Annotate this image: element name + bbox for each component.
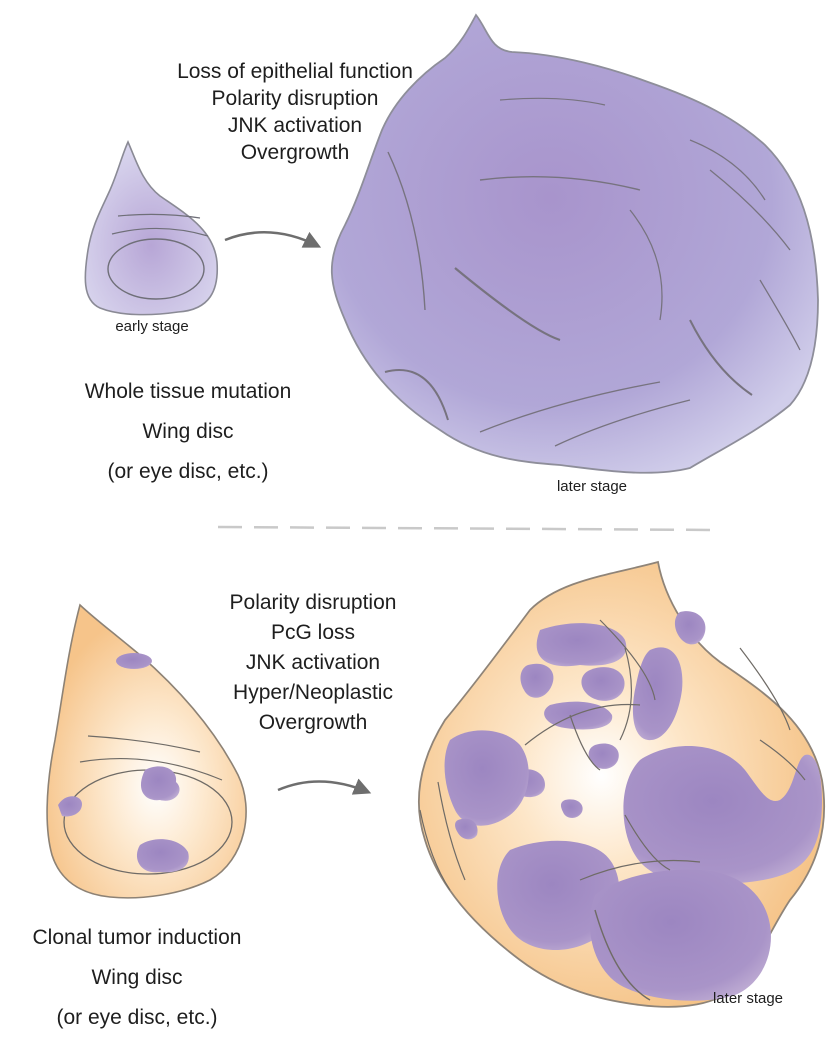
bottom-progression-arrow <box>278 781 368 792</box>
process-item: JNK activation <box>175 112 415 139</box>
description-line: Whole tissue mutation <box>48 372 328 412</box>
bottom-description: Clonal tumor induction Wing disc (or eye… <box>2 918 272 1038</box>
process-item: Polarity disruption <box>175 85 415 112</box>
process-item: Hyper/Neoplastic <box>188 678 438 708</box>
clonal-later-disc <box>419 562 824 1007</box>
bottom-later-stage-label: later stage <box>713 990 783 1007</box>
description-line: Clonal tumor induction <box>2 918 272 958</box>
description-line: (or eye disc, etc.) <box>48 452 328 492</box>
top-later-stage-label: later stage <box>557 478 627 495</box>
process-item: JNK activation <box>188 648 438 678</box>
bottom-process-list: Polarity disruption PcG loss JNK activat… <box>188 588 438 738</box>
early-stage-disc <box>85 142 217 315</box>
description-line: (or eye disc, etc.) <box>2 998 272 1038</box>
process-item: Loss of epithelial function <box>175 58 415 85</box>
process-item: PcG loss <box>188 618 438 648</box>
panel-divider <box>218 527 720 530</box>
top-description: Whole tissue mutation Wing disc (or eye … <box>48 372 328 492</box>
process-item: Polarity disruption <box>188 588 438 618</box>
top-progression-arrow <box>225 232 318 246</box>
description-line: Wing disc <box>2 958 272 998</box>
top-process-list: Loss of epithelial function Polarity dis… <box>175 58 415 166</box>
process-item: Overgrowth <box>188 708 438 738</box>
early-stage-label: early stage <box>115 318 188 335</box>
process-item: Overgrowth <box>175 139 415 166</box>
description-line: Wing disc <box>48 412 328 452</box>
